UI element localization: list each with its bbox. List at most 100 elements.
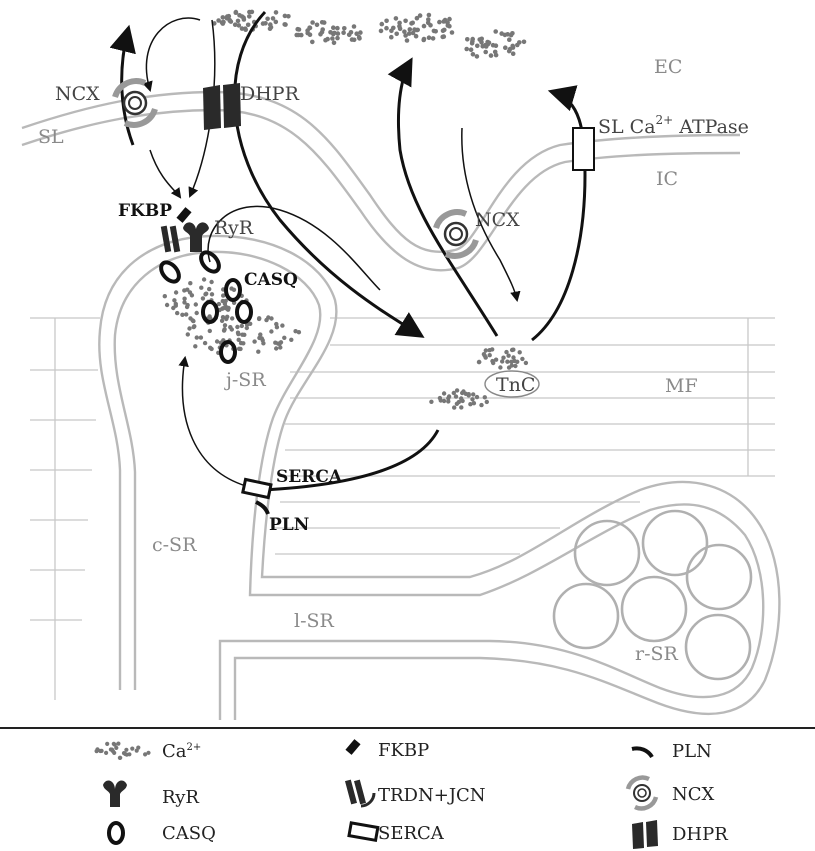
label-mf: MF [665, 375, 698, 397]
ca-dot [235, 325, 239, 329]
ca-dot [232, 288, 236, 292]
ca-dot [485, 400, 489, 404]
ca-dot [487, 40, 492, 45]
ca-dot [118, 756, 122, 760]
ca-dot [175, 311, 179, 315]
ca-dot [100, 749, 104, 753]
ca-dot [242, 17, 247, 22]
ca-dot [354, 31, 359, 36]
ca-dot [394, 32, 399, 37]
ca-dot [397, 24, 402, 29]
ca-dot [236, 332, 240, 336]
ca-dot [202, 277, 206, 281]
fkbp-icon [176, 207, 191, 223]
ca-dot [271, 16, 276, 21]
label-ryr: RyR [214, 217, 254, 239]
ca-dot [261, 338, 265, 342]
ca-dot [483, 395, 487, 399]
ncx-to-ryr-arrow [150, 150, 180, 197]
ca-dot [441, 19, 446, 24]
ca-dot [440, 35, 445, 40]
legend-ncx-icon [628, 778, 656, 809]
ca-dot [422, 24, 427, 29]
legend-ncx-label: NCX [672, 784, 715, 805]
ca-dot [522, 40, 527, 45]
ca-dot [171, 306, 175, 310]
legend-dhpr-icon [632, 820, 658, 849]
ca-dot [180, 313, 184, 317]
ca-dot [105, 742, 109, 746]
ca-dot [209, 280, 213, 284]
legend-ca-sup: 2+ [187, 742, 202, 753]
ca-dot [511, 355, 515, 359]
ca-dot [341, 30, 346, 35]
ca-dot [335, 36, 340, 41]
ca-dot [318, 32, 323, 37]
label-sl-atpase-prefix: SL Ca [598, 116, 656, 138]
ca-dot [491, 361, 495, 365]
label-sl-atpase: SL Ca2+ ATPase [598, 113, 749, 138]
ca-dot [431, 36, 436, 41]
legend-pln-label: PLN [672, 741, 712, 762]
ca-dot [280, 323, 284, 327]
ca-dot [237, 23, 242, 28]
ca-dot [246, 23, 251, 28]
ca-dot [305, 28, 310, 33]
ca-dot [226, 306, 230, 310]
ca-dot [283, 22, 288, 27]
ca-dot [464, 47, 469, 52]
ca-dot [494, 43, 499, 48]
ca-dot [199, 286, 203, 290]
ca-dot [484, 355, 488, 359]
serca-icon [243, 479, 271, 497]
ca-dot [201, 296, 205, 300]
ca-dot [185, 305, 189, 309]
ca-dot [384, 19, 389, 24]
ca-dot [477, 360, 481, 364]
ca-dot [299, 33, 304, 38]
label-tnc: TnC [496, 374, 535, 396]
ca-dot [308, 32, 313, 37]
ca-dot [511, 51, 516, 56]
ca-dot [402, 29, 407, 34]
ca-dot [210, 292, 214, 296]
label-serca: SERCA [276, 467, 343, 487]
ca-dot [191, 319, 195, 323]
ca-dot [447, 394, 451, 398]
ca-dot [503, 45, 508, 50]
ca-dot [283, 14, 288, 19]
ca-dot [112, 742, 116, 746]
ca-dot [264, 318, 268, 322]
ca-dot [221, 20, 226, 25]
ca-dot [223, 323, 227, 327]
ca-dot [295, 27, 300, 32]
ca-dot [426, 17, 431, 22]
ca-dot [410, 21, 415, 26]
ca-dot [422, 37, 427, 42]
ca-dot [203, 341, 207, 345]
ca-dot [278, 345, 282, 349]
legend-trdn-icon [345, 780, 374, 806]
ca-dot [429, 400, 433, 404]
ca-dot [256, 350, 260, 354]
ca-dot [407, 31, 412, 36]
ca-dot [475, 54, 480, 59]
legend-ryr-label: RyR [162, 787, 199, 808]
ca-dot [208, 346, 212, 350]
ca-dot [315, 23, 320, 28]
ca-dot [187, 326, 191, 330]
legend-casq-label: CASQ [162, 823, 216, 844]
ca-dot [470, 37, 475, 42]
legend-ca-icon [95, 742, 151, 761]
ca-dot [489, 53, 494, 58]
ca-dot [483, 50, 488, 55]
ca-dot [174, 290, 178, 294]
ca-dot [394, 16, 399, 21]
label-dhpr: DHPR [240, 83, 300, 105]
ca-dot [297, 330, 301, 334]
legend-ca-base: Ca [162, 741, 187, 762]
ca-dot [289, 338, 293, 342]
ca-dot [336, 31, 341, 36]
calcium-clouds [163, 10, 529, 410]
ca-dot [127, 752, 131, 756]
